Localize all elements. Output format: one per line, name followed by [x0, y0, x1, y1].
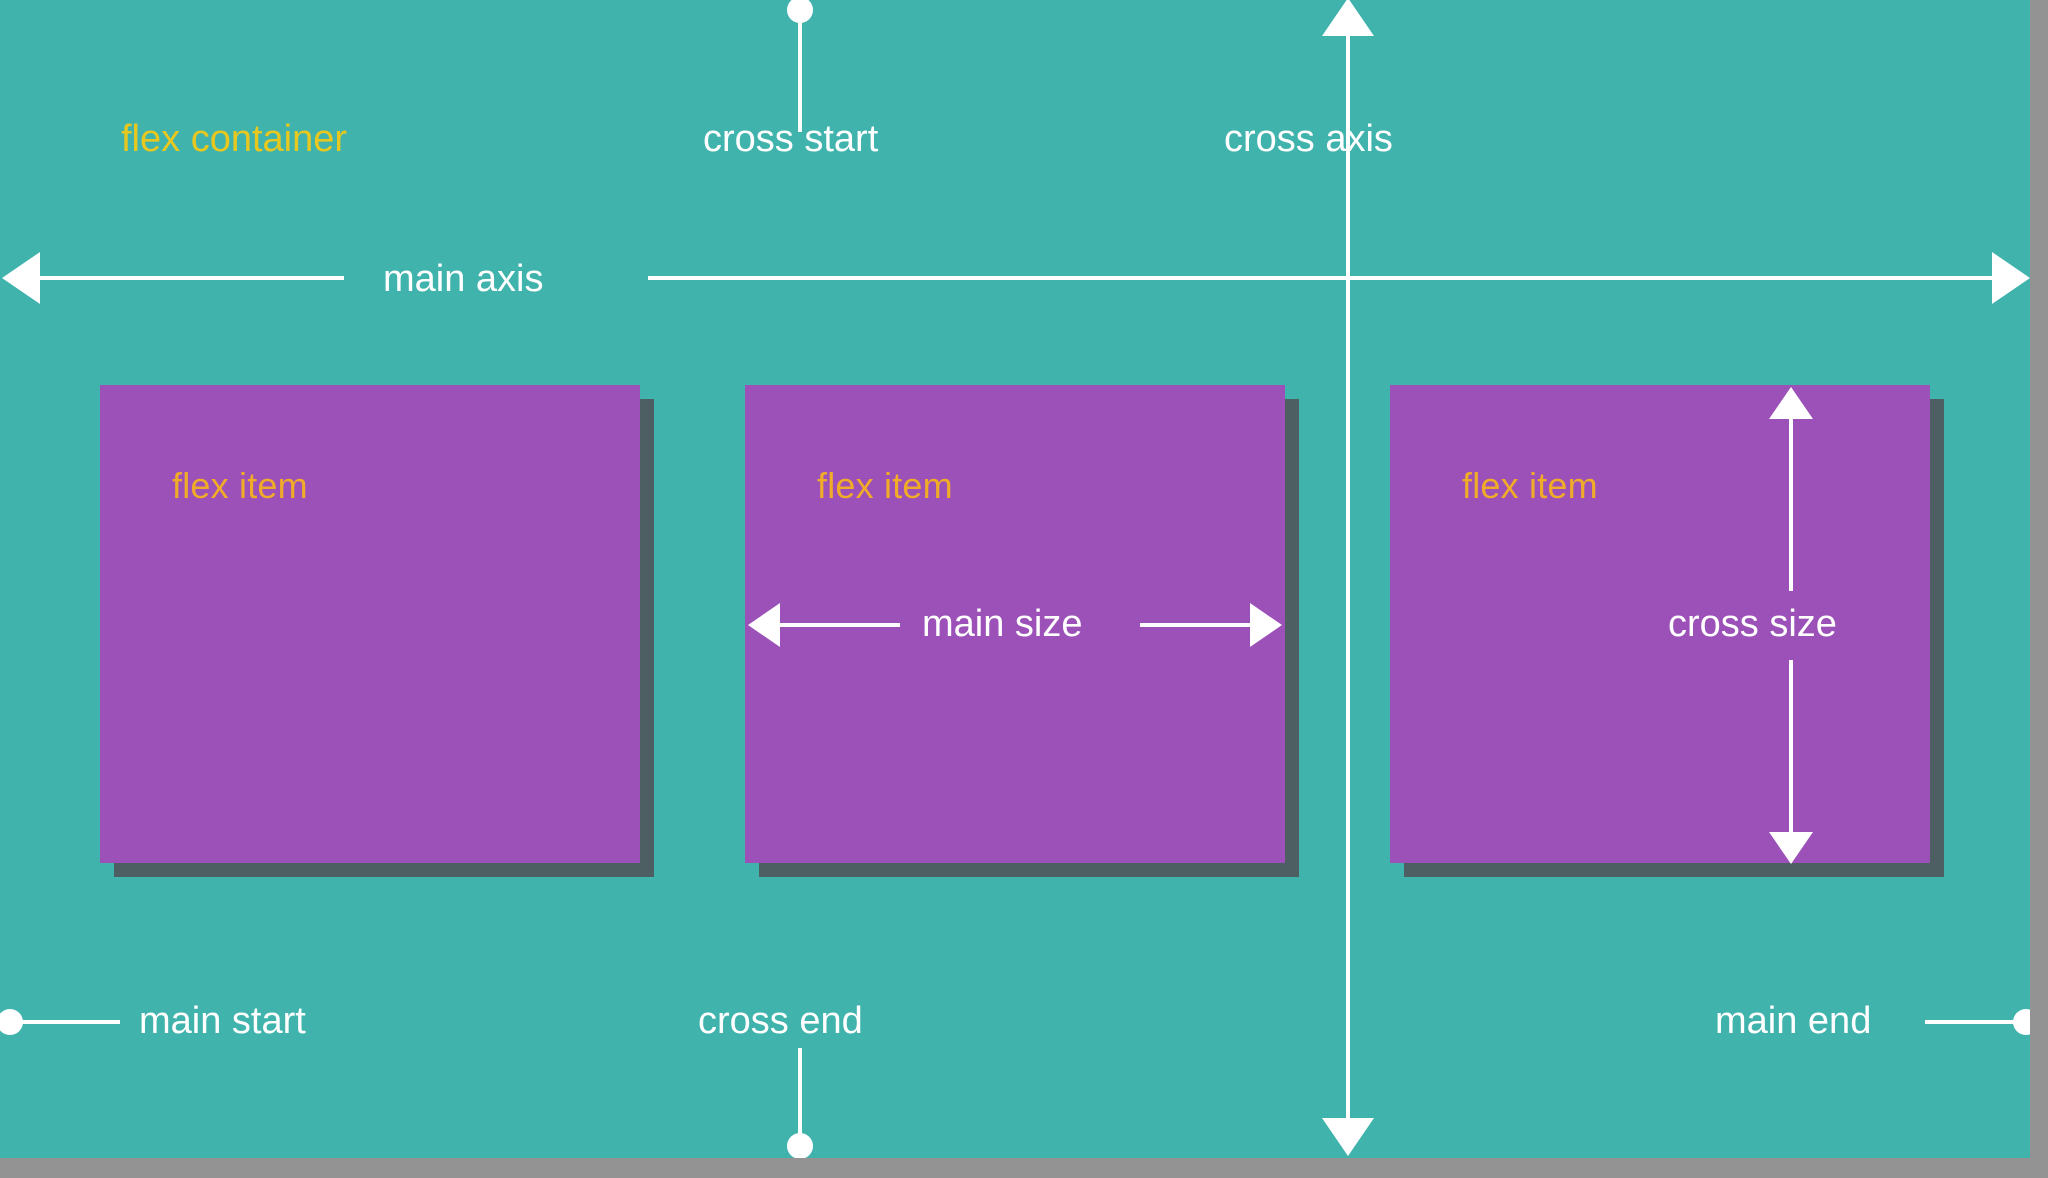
- cross-size-line-bottom: [1789, 660, 1793, 832]
- cross-end-dot-icon: [787, 1133, 813, 1159]
- main-size-line-left: [780, 623, 900, 627]
- main-start-label: main start: [139, 1000, 306, 1042]
- cross-size-arrow-up-icon: [1769, 387, 1813, 419]
- flex-container-label: flex container: [121, 118, 348, 160]
- cross-axis-arrow-up-icon: [1322, 0, 1374, 36]
- cross-end-leader-line: [798, 1048, 802, 1148]
- cross-axis-label: cross axis: [1224, 118, 1393, 160]
- cross-size-arrow-down-icon: [1769, 832, 1813, 864]
- cross-axis-line: [1346, 34, 1350, 1120]
- main-axis-line-left: [38, 276, 344, 280]
- cross-size-line-top: [1789, 419, 1793, 591]
- flex-item-label-3: flex item: [1462, 465, 1598, 506]
- main-start-leader-line: [10, 1020, 120, 1024]
- main-end-leader-line: [1925, 1020, 2030, 1024]
- bottom-frame-strip: [0, 1158, 2048, 1178]
- flex-item-label-2: flex item: [817, 465, 953, 506]
- main-axis-line-right: [648, 276, 2008, 280]
- cross-axis-arrow-down-icon: [1322, 1118, 1374, 1156]
- main-size-arrow-right-icon: [1250, 603, 1282, 647]
- cross-start-leader-line: [798, 10, 802, 132]
- flex-item-3: [1390, 385, 1930, 863]
- cross-size-label: cross size: [1668, 603, 1837, 645]
- cross-start-label: cross start: [703, 118, 879, 160]
- main-axis-arrow-left-icon: [2, 252, 40, 304]
- cross-end-label: cross end: [698, 1000, 863, 1042]
- main-axis-arrow-right-icon: [1992, 252, 2030, 304]
- main-size-line-right: [1140, 623, 1250, 627]
- flex-item-label-1: flex item: [172, 465, 308, 506]
- main-size-label: main size: [922, 603, 1083, 645]
- flex-item-1: [100, 385, 640, 863]
- main-size-arrow-left-icon: [748, 603, 780, 647]
- main-axis-label: main axis: [383, 258, 544, 300]
- main-end-label: main end: [1715, 1000, 1872, 1042]
- right-frame-strip: [2030, 0, 2048, 1178]
